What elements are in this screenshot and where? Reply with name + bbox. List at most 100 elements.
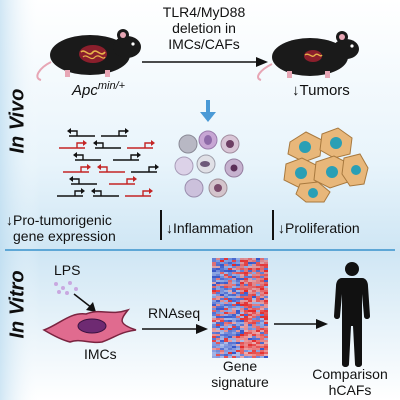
heatmap-cell <box>256 310 260 312</box>
heatmap-cell <box>220 306 224 308</box>
gene-signature-line1: Gene <box>222 358 258 374</box>
mouse-deletion-icon <box>257 31 359 81</box>
heatmap-cell <box>264 312 268 314</box>
heatmap-cell <box>224 346 228 348</box>
promoter-arrow-head <box>133 176 137 182</box>
heatmap-cell <box>244 342 248 344</box>
heatmap-cell <box>220 258 224 260</box>
heatmap-cell <box>224 332 228 334</box>
heatmap-cell <box>216 342 220 344</box>
heatmap-cell <box>240 304 244 306</box>
heatmap-cell <box>260 336 264 338</box>
heatmap-cell <box>228 346 232 348</box>
heatmap-cell <box>244 340 248 342</box>
heatmap-cell <box>252 284 256 286</box>
heatmap-cell <box>216 332 220 334</box>
proliferation-text: Proliferation <box>285 220 360 236</box>
heatmap-cell <box>256 312 260 314</box>
heatmap-cell <box>244 290 248 292</box>
promoter-arrow-head <box>81 188 85 194</box>
heatmap-cell <box>228 294 232 296</box>
heatmap-cell <box>220 290 224 292</box>
heatmap-cell <box>224 280 228 282</box>
heatmap-cell <box>224 354 228 356</box>
heatmap-cell <box>220 270 224 272</box>
heatmap-cell <box>248 258 252 260</box>
heatmap-cell <box>240 334 244 336</box>
heatmap-cell <box>224 350 228 352</box>
heatmap-cell <box>220 346 224 348</box>
heatmap-cell <box>248 336 252 338</box>
heatmap-cell <box>240 298 244 300</box>
heatmap-cell <box>240 294 244 296</box>
heatmap-cell <box>244 330 248 332</box>
proliferation-down-arrow: ↓ <box>278 220 285 236</box>
heatmap-cell <box>252 278 256 280</box>
promoter-arrow-head <box>149 188 153 194</box>
heatmap-cell <box>264 282 268 284</box>
heatmap-cell <box>232 266 236 268</box>
heatmap-cell <box>244 296 248 298</box>
heatmap-cell <box>224 294 228 296</box>
heatmap-cell <box>248 320 252 322</box>
heatmap-cell <box>220 286 224 288</box>
heatmap-cell <box>264 308 268 310</box>
heatmap-cell <box>252 314 256 316</box>
heatmap-cell <box>244 348 248 350</box>
heatmap-cell <box>228 284 232 286</box>
heatmap-cell <box>220 350 224 352</box>
heatmap-cell <box>216 348 220 350</box>
heatmap-cell <box>224 302 228 304</box>
heatmap-cell <box>256 308 260 310</box>
heatmap-cell <box>244 300 248 302</box>
heatmap-cell <box>228 292 232 294</box>
heatmap-cell <box>236 260 240 262</box>
heatmap-cell <box>212 310 216 312</box>
heatmap-cell <box>260 332 264 334</box>
heatmap-cell <box>256 258 260 260</box>
heatmap-cell <box>248 340 252 342</box>
heatmap-cell <box>248 260 252 262</box>
heatmap-cell <box>256 320 260 322</box>
heatmap-cell <box>264 280 268 282</box>
heatmap-cell <box>256 348 260 350</box>
heatmap-cell <box>248 266 252 268</box>
heatmap-cell <box>240 260 244 262</box>
heatmap-cell <box>264 270 268 272</box>
heatmap-cell <box>216 288 220 290</box>
heatmap-cell <box>264 354 268 356</box>
heatmap-cell <box>216 272 220 274</box>
heatmap-cell <box>228 262 232 264</box>
heatmap-cell <box>236 264 240 266</box>
heatmap-cell <box>252 354 256 356</box>
heatmap-cell <box>240 342 244 344</box>
heatmap-cell <box>260 294 264 296</box>
heatmap-cell <box>240 278 244 280</box>
heatmap-cell <box>216 284 220 286</box>
heatmap-cell <box>220 334 224 336</box>
heatmap-cell <box>264 296 268 298</box>
heatmap-cell <box>240 326 244 328</box>
heatmap-cell <box>232 294 236 296</box>
heatmap-cell <box>264 332 268 334</box>
heatmap-cell <box>244 266 248 268</box>
promoter-arrow <box>144 142 151 148</box>
promoter-arrow-head <box>69 176 73 182</box>
heatmap-cell <box>248 264 252 266</box>
heatmap-cell <box>264 318 268 320</box>
heatmap-cell <box>244 282 248 284</box>
heatmap-cell <box>220 282 224 284</box>
heatmap-cell <box>244 344 248 346</box>
heatmap-cell <box>248 290 252 292</box>
heatmap-cell <box>228 328 232 330</box>
heatmap-cell <box>264 344 268 346</box>
heatmap-cell <box>232 348 236 350</box>
heatmap-cell <box>260 334 264 336</box>
heatmap-cell <box>240 332 244 334</box>
heatmap-cell <box>248 338 252 340</box>
heatmap-cell <box>216 274 220 276</box>
heatmap-cell <box>248 302 252 304</box>
heatmap-cell <box>216 324 220 326</box>
heatmap-cell <box>244 328 248 330</box>
heatmap-cell <box>240 258 244 260</box>
